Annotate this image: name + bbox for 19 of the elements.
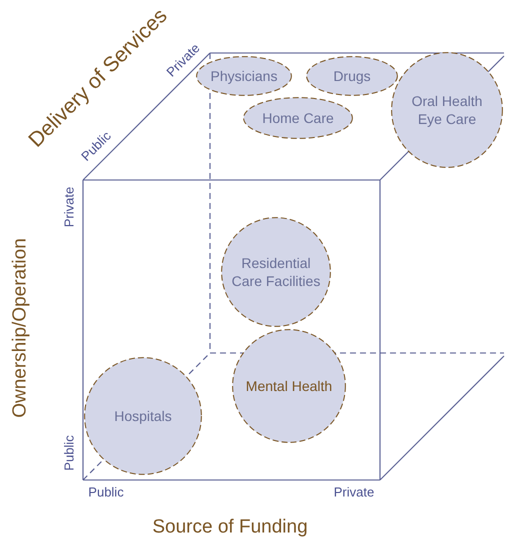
axis-tick-label: Public xyxy=(62,435,76,471)
category-label: Residential Care Facilities xyxy=(230,254,322,290)
axis-title: Ownership/Operation xyxy=(10,238,30,418)
category-label: Mental Health xyxy=(244,377,334,395)
dashed-ellipse xyxy=(84,357,202,475)
axis-tick-label: Public xyxy=(88,486,124,498)
category-label: Home Care xyxy=(261,109,335,127)
category-label: Physicians xyxy=(210,67,278,85)
axis-tick-label: Private xyxy=(334,486,374,498)
dashed-ellipse xyxy=(306,56,398,96)
category-label: Hospitals xyxy=(113,407,173,425)
axis-tick-label: Private xyxy=(62,186,76,228)
axis-title: Source of Funding xyxy=(152,518,308,536)
dashed-ellipse xyxy=(221,217,331,327)
dashed-ellipse xyxy=(232,329,346,443)
category-label: Oral Health Eye Care xyxy=(410,92,484,128)
dashed-ellipse xyxy=(391,52,503,168)
category-label: Drugs xyxy=(332,67,372,85)
dashed-ellipse xyxy=(243,97,353,139)
